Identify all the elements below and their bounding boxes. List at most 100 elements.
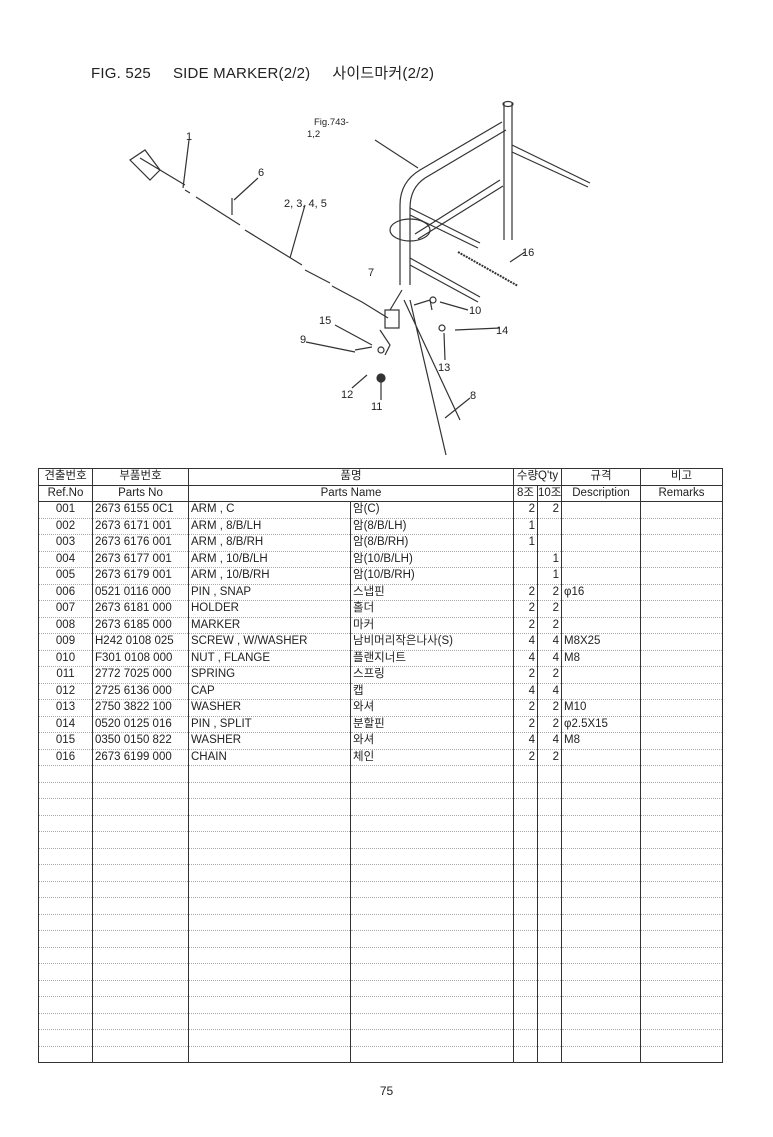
callout-12: 12: [341, 389, 353, 401]
empty-table-row: [38, 864, 724, 882]
ref-cell: 009: [38, 633, 93, 651]
ref-cell: 014: [38, 715, 93, 733]
remarks-cell: [640, 765, 724, 783]
qty-10-cell: 4: [537, 732, 563, 750]
empty-table-row: [38, 1012, 724, 1030]
name-en-cell: [188, 979, 351, 997]
qty-8-cell: 1: [513, 534, 539, 552]
ref-cell: 016: [38, 748, 93, 766]
ref-cell: [38, 880, 93, 898]
qty-10-cell: [537, 814, 563, 832]
frame-rail-3: [511, 144, 591, 188]
description-cell: [561, 930, 642, 948]
parts-no-cell: 2673 6176 001: [92, 534, 189, 552]
remarks-cell: [640, 979, 724, 997]
description-cell: [561, 880, 642, 898]
name-kr-cell: [349, 814, 515, 832]
empty-table-row: [38, 913, 724, 931]
name-kr-cell: 홀더: [349, 600, 515, 618]
qty-8-cell: [513, 1012, 539, 1030]
ref-cell: 001: [38, 501, 93, 519]
col-ref-kr: 견출번호: [38, 468, 93, 486]
name-en-cell: HOLDER: [188, 600, 351, 618]
ref-cell: 006: [38, 583, 93, 601]
frame-arch: [399, 121, 507, 285]
remarks-cell: [640, 930, 724, 948]
name-kr-cell: [349, 798, 515, 816]
name-kr-cell: [349, 913, 515, 931]
qty-8-cell: [513, 913, 539, 931]
qty-8-cell: [513, 814, 539, 832]
detail-circle: [389, 218, 431, 242]
empty-table-row: [38, 847, 724, 865]
qty-10-cell: 4: [537, 633, 563, 651]
parts-no-cell: H242 0108 025: [92, 633, 189, 651]
ref-cell: 013: [38, 699, 93, 717]
name-kr-cell: 암(10/B/RH): [349, 567, 515, 585]
empty-table-row: [38, 831, 724, 849]
qty-10-cell: [537, 864, 563, 882]
name-en-cell: [188, 781, 351, 799]
description-cell: [561, 765, 642, 783]
qty-10-cell: 4: [537, 682, 563, 700]
description-cell: [561, 1045, 642, 1063]
remarks-cell: [640, 996, 724, 1014]
empty-table-row: [38, 814, 724, 832]
qty-10-cell: 2: [537, 501, 563, 519]
name-kr-cell: 와셔: [349, 699, 515, 717]
qty-8-cell: 2: [513, 583, 539, 601]
ref-cell: [38, 798, 93, 816]
empty-table-row: [38, 897, 724, 915]
remarks-cell: [640, 534, 724, 552]
parts-no-cell: [92, 897, 189, 915]
description-cell: [561, 946, 642, 964]
name-en-cell: WASHER: [188, 732, 351, 750]
parts-no-cell: [92, 946, 189, 964]
ref-cell: [38, 946, 93, 964]
parts-no-cell: 0520 0125 016: [92, 715, 189, 733]
description-cell: [561, 616, 642, 634]
name-kr-cell: [349, 996, 515, 1014]
ref-cell: [38, 1045, 93, 1063]
name-en-cell: SPRING: [188, 666, 351, 684]
qty-8-cell: [513, 1045, 539, 1063]
qty-8-cell: 1: [513, 517, 539, 535]
qty-8-cell: [513, 897, 539, 915]
callout-10: 10: [469, 305, 481, 317]
empty-table-row: [38, 1045, 724, 1063]
col-partsno-kr: 부품번호: [92, 468, 189, 486]
parts-no-cell: [92, 798, 189, 816]
description-cell: [561, 913, 642, 931]
callout-15: 15: [319, 315, 331, 327]
name-en-cell: [188, 831, 351, 849]
ref-cell: [38, 930, 93, 948]
name-en-cell: MARKER: [188, 616, 351, 634]
description-cell: [561, 534, 642, 552]
description-cell: [561, 517, 642, 535]
name-kr-cell: 암(10/B/LH): [349, 550, 515, 568]
qty-10-cell: [537, 831, 563, 849]
qty-8-cell: [513, 864, 539, 882]
name-en-cell: [188, 946, 351, 964]
header-row-korean: 견출번호 부품번호 품명 수량Q'ty 규격 비고: [38, 468, 724, 486]
qty-10-cell: 2: [537, 616, 563, 634]
frame-rail-1: [409, 207, 481, 249]
callout-14: 14: [496, 325, 508, 337]
name-en-cell: [188, 880, 351, 898]
qty-10-cell: [537, 979, 563, 997]
col-remarks: Remarks: [640, 484, 724, 502]
parts-no-cell: 2673 6199 000: [92, 748, 189, 766]
description-cell: [561, 831, 642, 849]
exploded-parts-diagram: 1 6 2, 3, 4, 5 Fig.743- 1,2 7 16 10 15 1…: [129, 100, 591, 456]
name-en-cell: PIN , SNAP: [188, 583, 351, 601]
ref-cell: 005: [38, 567, 93, 585]
name-en-cell: ARM , 8/B/LH: [188, 517, 351, 535]
parts-no-cell: [92, 1029, 189, 1047]
parts-no-cell: 2750 3822 100: [92, 699, 189, 717]
name-kr-cell: 플랜지너트: [349, 649, 515, 667]
